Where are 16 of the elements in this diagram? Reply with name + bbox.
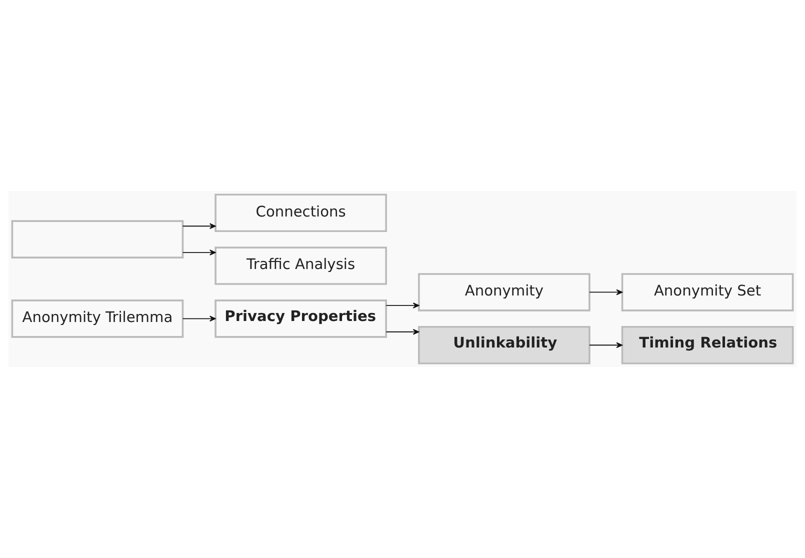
arrow: [182, 223, 216, 230]
arrow: [589, 342, 623, 348]
node-box: Unlinkability: [418, 326, 590, 364]
node-box: Anonymity Trilemma: [11, 300, 184, 338]
node-box: Privacy Properties: [214, 300, 387, 338]
arrow: [386, 328, 420, 335]
arrow: [182, 250, 216, 256]
node-box: Traffic Analysis: [214, 246, 387, 285]
node-box: Timing Relations: [621, 326, 794, 364]
arrow: [182, 316, 216, 322]
node-box: [11, 220, 184, 258]
arrow: [589, 289, 623, 296]
arrow: [386, 302, 420, 308]
node-box: Anonymity: [418, 273, 590, 312]
node-box: Anonymity Set: [621, 273, 794, 312]
node-box: Connections: [214, 194, 387, 232]
